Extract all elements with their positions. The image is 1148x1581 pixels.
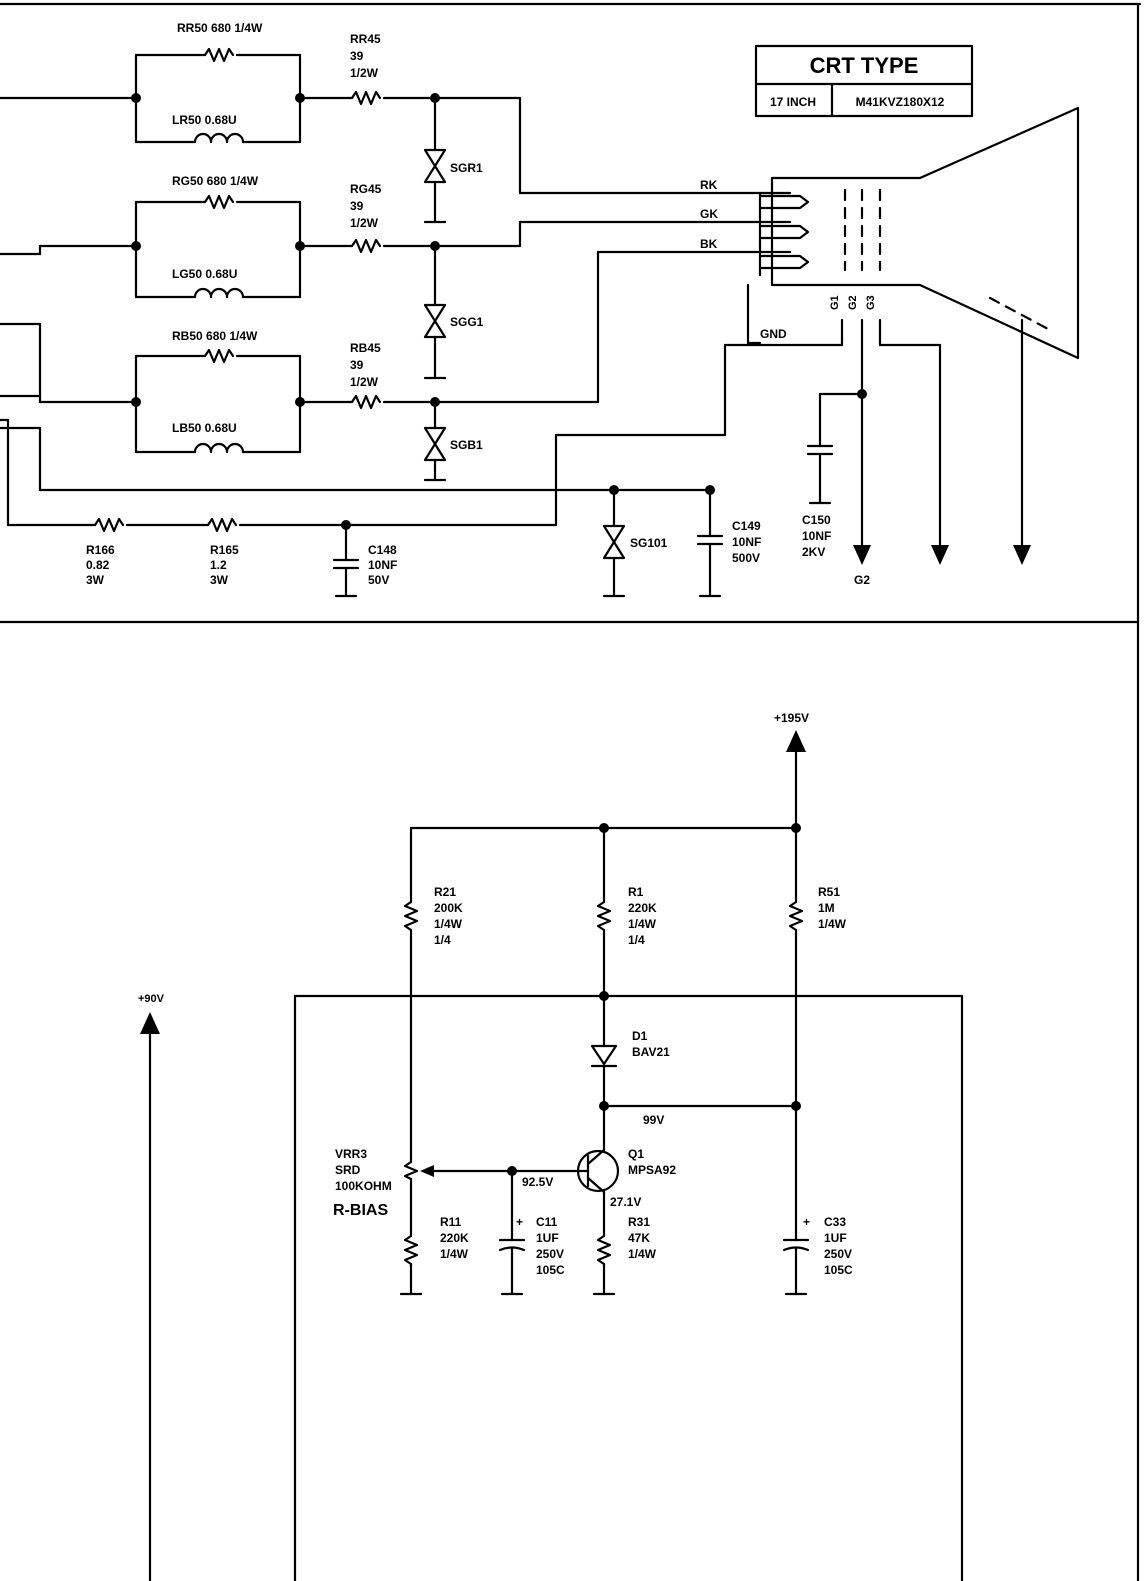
rg50-label: RG50 680 1/4W — [172, 174, 259, 188]
c149-name: C149 — [732, 519, 761, 533]
vrr3-type: SRD — [335, 1163, 361, 1177]
rb45-name: RB45 — [350, 341, 381, 355]
d1-part: BAV21 — [632, 1045, 670, 1059]
c11-plus: + — [516, 1215, 523, 1229]
crt-type-header: CRT TYPE — [810, 53, 919, 78]
v271-label: 27.1V — [610, 1195, 641, 1209]
lg50-label: LG50 0.68U — [172, 267, 237, 281]
rg45-value: 39 — [350, 199, 364, 213]
rb45-value: 39 — [350, 358, 364, 372]
r165-power: 3W — [210, 573, 229, 587]
c149-value: 10NF — [732, 535, 761, 549]
c33-temp: 105C — [824, 1263, 853, 1277]
v90-label: +90V — [138, 993, 165, 1005]
rr50-label: RR50 680 1/4W — [177, 21, 263, 35]
c11-name: C11 — [536, 1215, 558, 1229]
r11-value: 220K — [440, 1231, 469, 1245]
rr45-value: 39 — [350, 49, 364, 63]
r165-value: 1.2 — [210, 558, 227, 572]
c11-voltage: 250V — [536, 1247, 564, 1261]
rb45-power: 1/2W — [350, 375, 379, 389]
rr45-name: RR45 — [350, 32, 381, 46]
c149-voltage: 500V — [732, 551, 760, 565]
rb50-label: RB50 680 1/4W — [172, 329, 258, 343]
r1-value: 220K — [628, 901, 657, 915]
c150-value: 10NF — [802, 529, 831, 543]
rg45-power: 1/2W — [350, 216, 379, 230]
r21-tol: 1/4 — [434, 933, 451, 947]
sgb1-label: SGB1 — [450, 438, 483, 452]
r165-name: R165 — [210, 543, 239, 557]
g1-label: G1 — [829, 295, 841, 310]
c148-voltage: 50V — [368, 573, 389, 587]
crt-model: M41KVZ180X12 — [856, 95, 945, 109]
rr45-power: 1/2W — [350, 66, 379, 80]
green-channel: RG50 680 1/4W LG50 0.68U RG45 39 1/2W SG… — [0, 174, 792, 380]
r51-value: 1M — [818, 901, 835, 915]
sg101-label: SG101 — [630, 536, 668, 550]
r166-value: 0.82 — [86, 558, 110, 572]
r1-name: R1 — [628, 885, 644, 899]
v99-label: 99V — [643, 1113, 664, 1127]
rk-label: RK — [700, 178, 718, 192]
crt-size: 17 INCH — [770, 95, 816, 109]
c148-value: 10NF — [368, 558, 397, 572]
r11-power: 1/4W — [440, 1247, 469, 1261]
c33-value: 1UF — [824, 1231, 847, 1245]
lb50-label: LB50 0.68U — [172, 421, 237, 435]
r31-name: R31 — [628, 1215, 650, 1229]
c150-name: C150 — [802, 513, 831, 527]
r51-name: R51 — [818, 885, 840, 899]
q1-name: Q1 — [628, 1147, 644, 1161]
r166-power: 3W — [86, 573, 105, 587]
c150-voltage: 2KV — [802, 545, 825, 559]
c148-name: C148 — [368, 543, 397, 557]
c11-temp: 105C — [536, 1263, 565, 1277]
gnd-label: GND — [760, 327, 787, 341]
sgg1-label: SGG1 — [450, 315, 484, 329]
bk-label: BK — [700, 237, 718, 251]
r21-name: R21 — [434, 885, 456, 899]
r31-value: 47K — [628, 1231, 650, 1245]
rg45-name: RG45 — [350, 182, 382, 196]
red-channel: RR50 680 1/4W LR50 0.68U RR45 39 1/2W SG… — [0, 21, 792, 224]
bias-circuit: +195V — [138, 711, 964, 1581]
r11-name: R11 — [440, 1215, 462, 1229]
c33-voltage: 250V — [824, 1247, 852, 1261]
vrr3-name: VRR3 — [335, 1147, 367, 1161]
g2-label: G2 — [847, 295, 859, 310]
c33-name: C33 — [824, 1215, 846, 1229]
r21-value: 200K — [434, 901, 463, 915]
top-lower-wiring: R166 0.82 3W R165 1.2 3W C148 10NF 50V S… — [0, 343, 864, 598]
r-bias-label: R-BIAS — [333, 1202, 388, 1219]
blue-channel: RB50 680 1/4W LB50 0.68U RB45 39 1/2W SG… — [0, 237, 792, 482]
g2-output-label: G2 — [854, 573, 870, 587]
q1-part: MPSA92 — [628, 1163, 676, 1177]
d1-name: D1 — [632, 1029, 648, 1043]
r1-power: 1/4W — [628, 917, 657, 931]
r21-power: 1/4W — [434, 917, 463, 931]
r31-power: 1/4W — [628, 1247, 657, 1261]
crt-tube: G1 G2 G3 GND G2 — [723, 106, 1080, 587]
r1-tol: 1/4 — [628, 933, 645, 947]
c33-plus: + — [803, 1215, 810, 1229]
vrr3-value: 100KOHM — [335, 1179, 392, 1193]
crt-type-table: CRT TYPE 17 INCH M41KVZ180X12 — [754, 44, 974, 118]
c11-value: 1UF — [536, 1231, 559, 1245]
lr50-label: LR50 0.68U — [172, 113, 237, 127]
g3-label: G3 — [865, 295, 877, 310]
v195-label: +195V — [774, 711, 809, 725]
r51-power: 1/4W — [818, 917, 847, 931]
sgr1-label: SGR1 — [450, 161, 483, 175]
v925-label: 92.5V — [522, 1175, 553, 1189]
r166-name: R166 — [86, 543, 115, 557]
gk-label: GK — [700, 207, 718, 221]
